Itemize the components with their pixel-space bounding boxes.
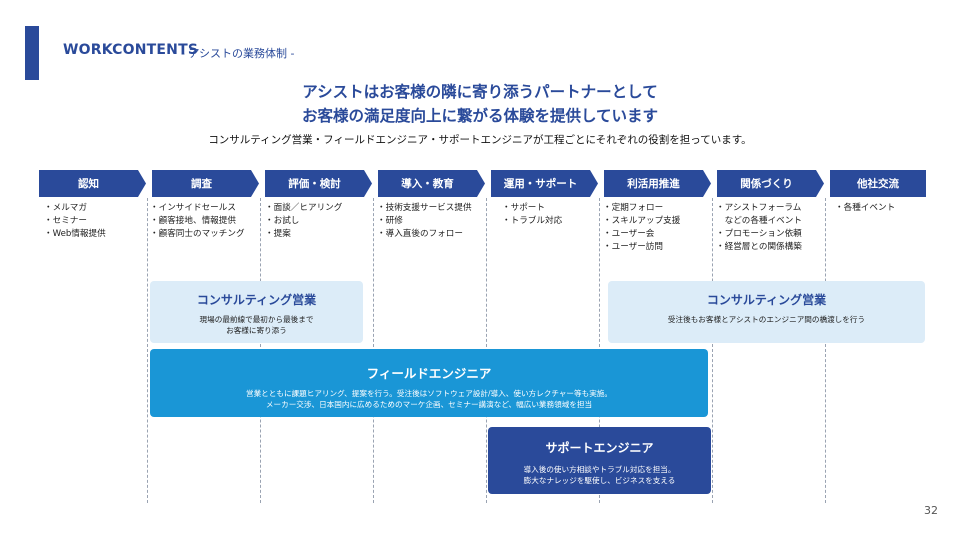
list-item: ・Web情報提供 — [44, 229, 106, 239]
list-item: ・メルマガ — [44, 203, 87, 213]
phase-evaluation: 評価・検討 — [265, 170, 372, 197]
role-description: 受注後もお客様とアシストのエンジニア間の橋渡しを行う — [667, 315, 866, 324]
headline-line-1: アシストはお客様の隣に寄り添うパートナーとして — [302, 83, 658, 101]
list-item: ・セミナー — [44, 216, 87, 226]
phase-label: 利活用推進 — [627, 178, 680, 190]
list-item: ・研修 — [377, 216, 403, 226]
field-engineer-box: フィールドエンジニア 営業とともに課題ヒアリング、提案を行う。受注後はソフトウェ… — [150, 349, 708, 417]
column-divider — [147, 198, 148, 503]
list-item: ・サポート — [502, 203, 545, 213]
page-number: 32 — [924, 504, 938, 517]
list-item: ・面談／ヒアリング — [265, 203, 343, 213]
role-title: コンサルティング営業 — [196, 293, 317, 307]
list-item: ・技術支援サービス提供 — [377, 203, 472, 213]
phase-awareness: 認知 — [39, 170, 146, 197]
accent-bar — [25, 26, 39, 80]
consulting-sales-box-right: コンサルティング営業 受注後もお客様とアシストのエンジニア間の橋渡しを行う — [608, 281, 925, 343]
role-description: 営業とともに課題ヒアリング、提案を行う。受注後はソフトウェア設計/導入、使い方レ… — [246, 389, 612, 409]
phase-label: 運用・サポート — [503, 178, 578, 190]
role-description: 現場の最前線で最初から最後まで お客様に寄り添う — [199, 315, 314, 335]
list-item: ・インサイドセールス — [150, 203, 236, 213]
phase-relationship: 関係づくり — [717, 170, 824, 197]
phase-items-exchange: ・各種イベント — [835, 202, 895, 215]
list-item: ・顧客同士のマッチング — [150, 229, 245, 239]
list-item: ・ユーザー訪問 — [603, 242, 663, 252]
phase-items-operation: ・サポート ・トラブル対応 — [502, 202, 562, 228]
headline-line-2: お客様の満足度向上に繋がる体験を提供しています — [301, 107, 659, 125]
phase-adoption: 導入・教育 — [378, 170, 485, 197]
phase-research: 調査 — [152, 170, 259, 197]
list-item: ・定期フォロー — [603, 203, 664, 213]
role-title: フィールドエンジニア — [366, 366, 492, 381]
phase-label: 評価・検討 — [288, 178, 341, 190]
lead-text: コンサルティング営業・フィールドエンジニア・サポートエンジニアが工程ごとにそれぞ… — [208, 134, 752, 146]
phase-label: 関係づくり — [740, 178, 793, 190]
phase-label: 他社交流 — [857, 178, 899, 190]
phase-label: 導入・教育 — [401, 178, 454, 190]
column-divider — [712, 198, 713, 503]
consulting-sales-box-left: コンサルティング営業 現場の最前線で最初から最後まで お客様に寄り添う — [150, 281, 363, 343]
list-item: ・顧客接地、情報提供 — [150, 216, 236, 226]
section-subtitle: - アシストの業務体制 - — [181, 47, 295, 60]
role-title: コンサルティング営業 — [706, 293, 827, 307]
list-item: ・提案 — [265, 229, 291, 239]
list-item: ・プロモーション依頼 — [716, 229, 802, 239]
role-title: サポートエンジニア — [545, 441, 654, 455]
phase-exchange: 他社交流 — [830, 170, 926, 197]
phase-items-adoption: ・技術支援サービス提供 ・研修 ・導入直後のフォロー — [377, 202, 472, 241]
list-item: ・アシストフォーラム — [716, 203, 802, 213]
phase-items-evaluation: ・面談／ヒアリング ・お試し ・提案 — [265, 202, 342, 241]
list-item: ・ユーザー会 — [603, 229, 655, 239]
phase-items-awareness: ・メルマガ ・セミナー ・Web情報提供 — [44, 202, 106, 241]
list-item: ・経営層との関係構築 — [716, 242, 802, 252]
phase-utilization: 利活用推進 — [604, 170, 711, 197]
list-item: ・導入直後のフォロー — [377, 229, 463, 239]
phase-operation: 運用・サポート — [491, 170, 598, 197]
phase-items-relationship: ・アシストフォーラム などの各種イベント ・プロモーション依頼 ・経営層との関係… — [716, 202, 802, 254]
list-item: ・お試し — [265, 216, 300, 226]
list-item: などの各種イベント — [716, 216, 802, 226]
section-title: WORKCONTENTS — [63, 42, 199, 58]
phase-label: 調査 — [191, 178, 212, 190]
role-description: 導入後の使い方相談やトラブル対応を担当。 膨大なナレッジを駆使し、ビジネスを支え… — [523, 465, 676, 485]
support-engineer-box: サポートエンジニア 導入後の使い方相談やトラブル対応を担当。 膨大なナレッジを駆… — [488, 427, 711, 494]
list-item: ・トラブル対応 — [502, 216, 563, 226]
phase-label: 認知 — [78, 178, 99, 190]
phase-items-research: ・インサイドセールス ・顧客接地、情報提供 ・顧客同士のマッチング — [150, 202, 245, 241]
phase-items-utilization: ・定期フォロー ・スキルアップ支援 ・ユーザー会 ・ユーザー訪問 — [603, 202, 680, 254]
list-item: ・各種イベント — [835, 203, 896, 213]
list-item: ・スキルアップ支援 — [603, 216, 681, 226]
column-divider — [825, 198, 826, 503]
